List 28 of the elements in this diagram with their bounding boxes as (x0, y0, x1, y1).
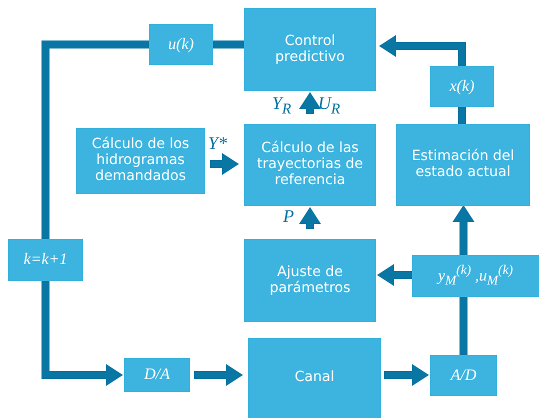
arrow (210, 153, 239, 175)
connector-line (460, 297, 468, 355)
signal-label: U$_{R}$ (318, 94, 340, 118)
process-box: u(k) (149, 24, 213, 65)
process-box: A/D (430, 355, 497, 396)
arrow (452, 205, 474, 255)
connector-line (42, 40, 149, 239)
process-box: Cálculo de los hidrogramas demandados (76, 128, 205, 194)
process-box: D/A (124, 358, 190, 392)
arrow (377, 264, 412, 286)
edge-label: Y* (208, 134, 228, 152)
arrow (299, 92, 321, 114)
process-box: x(k) (430, 66, 494, 107)
process-box: k=k+1 (8, 239, 83, 281)
process-box: Canal (248, 338, 381, 418)
connector-line (458, 107, 466, 124)
arrow (194, 364, 243, 386)
connector-line (213, 40, 244, 48)
process-box: Control predictivo (244, 8, 376, 91)
process-box: Estimación del estado actual (396, 124, 530, 206)
edge-label: P (283, 207, 294, 225)
arrow (379, 35, 466, 66)
process-box: Ajuste de parámetros (244, 239, 376, 322)
process-box: Cálculo de las trayectorias de referencia (244, 124, 376, 206)
arrow (299, 207, 321, 229)
arrow (42, 281, 123, 386)
signal-label: Y$_{R}$ (272, 94, 292, 118)
arrow (384, 364, 429, 386)
